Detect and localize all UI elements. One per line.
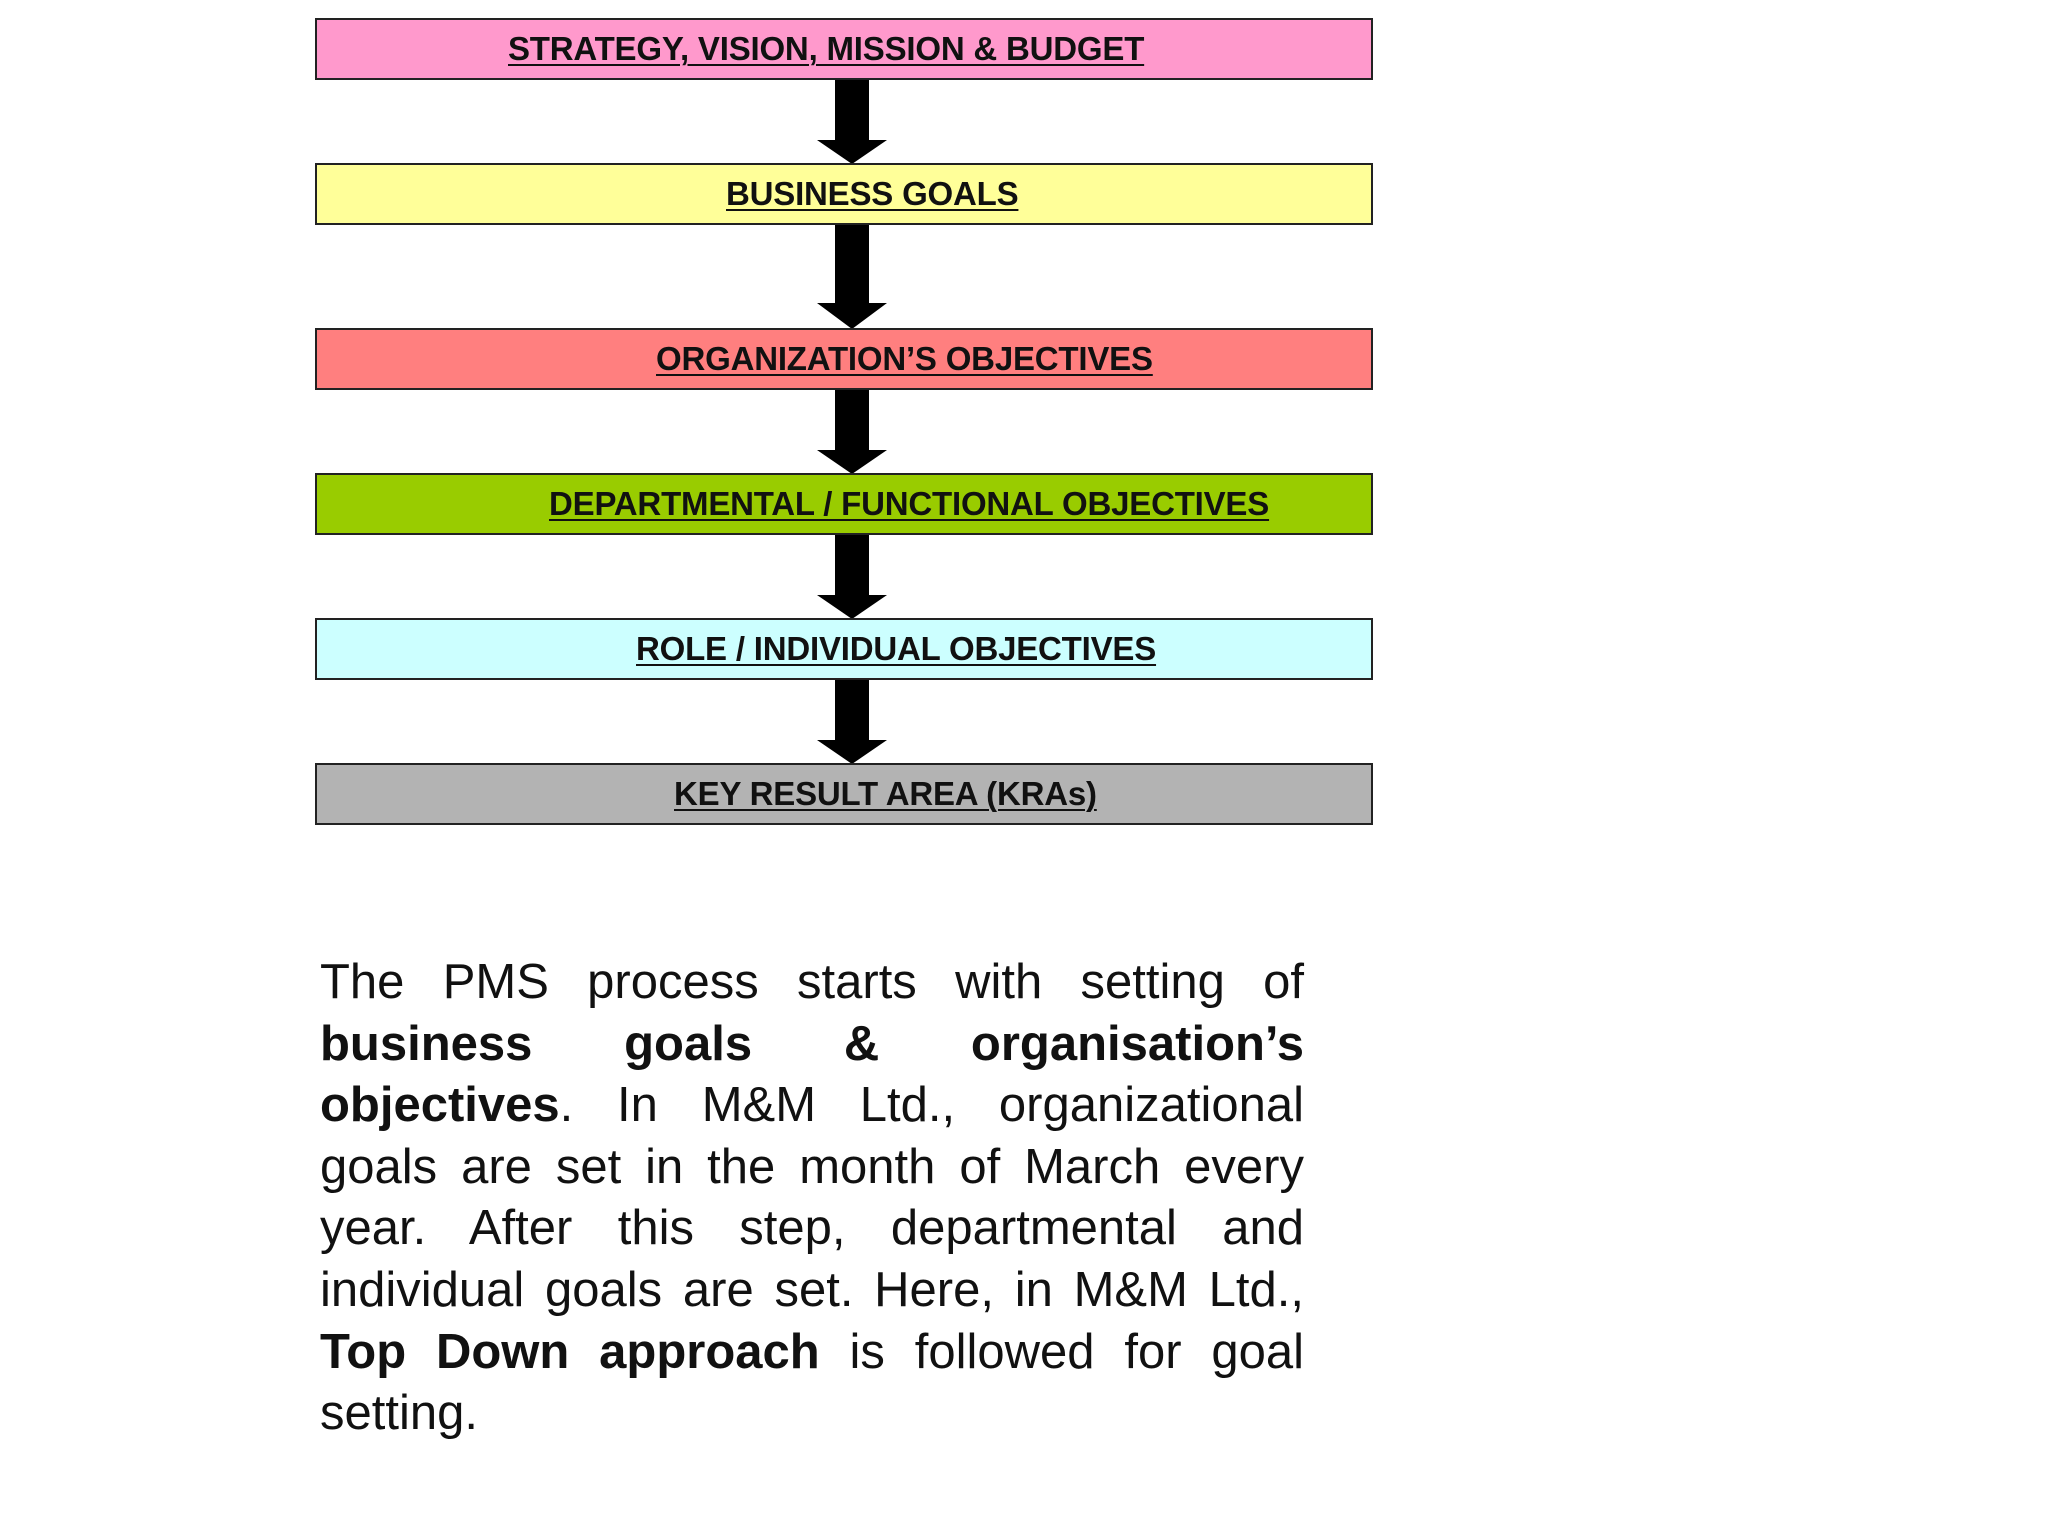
bold-top-down-approach: Top Down approach (320, 1324, 820, 1379)
box-strategy-label: STRATEGY, VISION, MISSION & BUDGET (508, 30, 1145, 67)
arrow-down-icon (817, 680, 887, 764)
flow-diagram: STRATEGY, VISION, MISSION & BUDGET BUSIN… (315, 18, 1373, 825)
bold-business: business (320, 1016, 533, 1071)
paragraph-line-3-rest: . In M&M Ltd., organizational (559, 1078, 1304, 1133)
box-kras-label: KEY RESULT AREA (KRAs) (674, 775, 1097, 812)
arrow-down-icon (817, 80, 887, 164)
paragraph-line-5: year. After this step, departmental and (320, 1201, 1304, 1256)
box-departmental-objectives-label: DEPARTMENTAL / FUNCTIONAL OBJECTIVES (549, 485, 1270, 522)
box-business-goals-label: BUSINESS GOALS (726, 175, 1019, 212)
paragraph-line-1: The PMS process starts with setting of (320, 955, 1304, 1009)
paragraph-line-7-rest: is followed for goal (819, 1324, 1304, 1379)
paragraph-line-8: setting. (320, 1386, 478, 1441)
bold-goals: goals (624, 1016, 753, 1071)
box-role-objectives: ROLE / INDIVIDUAL OBJECTIVES (315, 618, 1373, 680)
paragraph-line-2: business goals & organisation’s (320, 1014, 1304, 1076)
box-role-objectives-label: ROLE / INDIVIDUAL OBJECTIVES (636, 630, 1157, 667)
paragraph-line-3: objectives. In M&M Ltd., organizational (320, 1075, 1304, 1137)
arrow-down-icon (817, 390, 887, 474)
box-business-goals: BUSINESS GOALS (315, 163, 1373, 225)
bold-ampersand: & (843, 1016, 880, 1071)
box-strategy: STRATEGY, VISION, MISSION & BUDGET (315, 18, 1373, 80)
arrow-down-icon (817, 225, 887, 329)
box-organization-objectives: ORGANIZATION’S OBJECTIVES (315, 328, 1373, 390)
box-organization-objectives-label: ORGANIZATION’S OBJECTIVES (656, 340, 1153, 377)
box-kras: KEY RESULT AREA (KRAs) (315, 763, 1373, 825)
paragraph-line-6: individual goals are set. Here, in M&M L… (320, 1262, 1304, 1317)
bold-objectives: objectives (320, 1078, 560, 1133)
bold-organisations: organisation’s (970, 1016, 1304, 1071)
arrow-down-icon (817, 535, 887, 619)
box-departmental-objectives: DEPARTMENTAL / FUNCTIONAL OBJECTIVES (315, 473, 1373, 535)
paragraph-line-7: Top Down approach is followed for goal (320, 1322, 1304, 1384)
description-paragraph: The PMS process starts with setting of b… (320, 952, 1304, 1445)
paragraph-line-4: goals are set in the month of March ever… (320, 1139, 1304, 1194)
